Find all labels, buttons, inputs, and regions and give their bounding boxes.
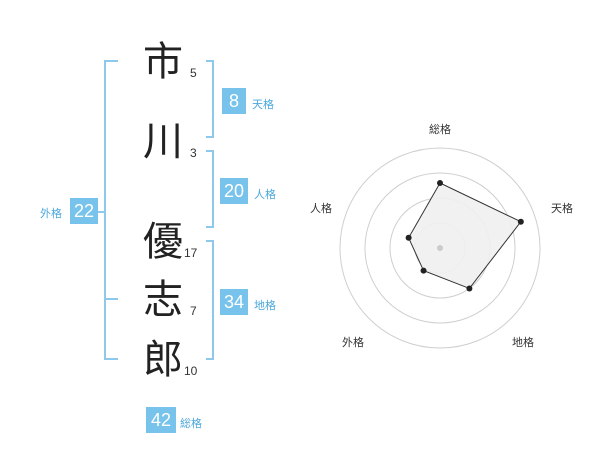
radar-label-tenkaku: 天格 (551, 201, 573, 215)
radar-polygon (408, 182, 522, 290)
radar-center-dot (437, 245, 443, 251)
chikaku-badge: 34 (220, 289, 248, 315)
radar-point-0 (437, 180, 443, 186)
name-char-5: 郎 (143, 337, 183, 383)
jinkaku-label: 人格 (254, 188, 276, 201)
radar-label-chikaku: 地格 (512, 335, 534, 349)
jinkaku-bracket-vertical (212, 150, 214, 228)
stroke-count-4: 7 (190, 304, 197, 318)
name-char-2: 川 (143, 119, 183, 165)
tenkaku-label: 天格 (252, 98, 274, 111)
radar-point-1 (517, 218, 524, 225)
stroke-count-1: 5 (190, 66, 197, 80)
radar-label-gaikaku: 外格 (342, 335, 364, 349)
jinkaku-badge: 20 (220, 178, 248, 204)
outer-bracket-bottom (104, 358, 118, 360)
radar-point-2 (466, 285, 473, 292)
radar-point-4 (405, 234, 412, 241)
jinkaku-bracket-bottom (206, 226, 214, 228)
name-char-4: 志 (143, 277, 183, 323)
name-char-3: 優 (143, 219, 183, 265)
radar-points (405, 180, 524, 292)
chikaku-bracket-top (206, 240, 214, 242)
gaikaku-label: 外格 (40, 207, 62, 220)
chikaku-label: 地格 (254, 299, 276, 312)
stroke-count-5: 10 (184, 364, 198, 378)
outer-bracket-connector (98, 211, 104, 213)
radar-label-jinkaku: 人格 (310, 201, 332, 215)
tenkaku-bracket-top (206, 60, 214, 62)
stroke-count-2: 3 (190, 146, 197, 160)
gaikaku-badge: 22 (70, 198, 98, 224)
radar-ring-3 (364, 172, 516, 324)
radar-ring-4 (339, 147, 541, 349)
radar-label-soukaku: 総格 (429, 122, 451, 136)
soukaku-badge: 42 (146, 407, 176, 433)
stroke-count-3: 17 (184, 246, 198, 260)
tenkaku-badge: 8 (222, 88, 246, 114)
outer-bracket-middle (104, 298, 118, 300)
tenkaku-bracket-bottom (206, 136, 214, 138)
outer-bracket-vertical (104, 60, 106, 360)
outer-bracket-top (104, 60, 118, 62)
tenkaku-bracket-vertical (212, 60, 214, 138)
chikaku-bracket-bottom (206, 358, 214, 360)
name-char-1: 市 (143, 39, 183, 85)
chikaku-bracket-vertical (212, 240, 214, 360)
jinkaku-bracket-top (206, 150, 214, 152)
radar-point-3 (420, 267, 427, 274)
soukaku-label: 総格 (180, 417, 202, 430)
